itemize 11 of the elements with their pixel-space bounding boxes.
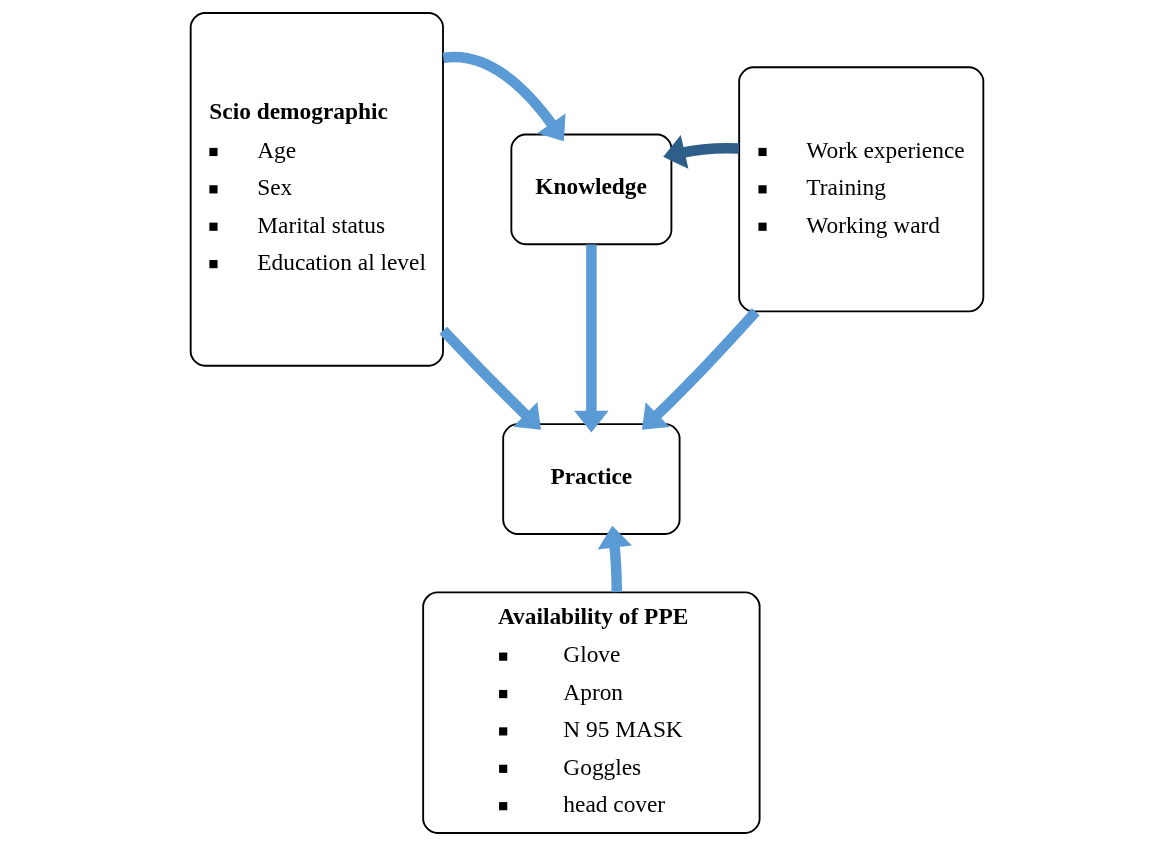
arrow xyxy=(574,244,609,433)
arrow xyxy=(442,51,566,142)
node-box: Work experience Training Working ward xyxy=(738,66,985,313)
arrow xyxy=(439,326,541,430)
node-box: Availability of PPE Glove Apron N 95 MASK Goggles head cover xyxy=(422,591,761,834)
arrow xyxy=(597,525,632,593)
arrow xyxy=(641,308,760,430)
node-box: Scio demographic Age Sex Marital status Education al level xyxy=(189,12,444,367)
arrow xyxy=(663,135,740,169)
node-box: Practice xyxy=(502,423,681,535)
node-box: Knowledge xyxy=(510,133,673,246)
